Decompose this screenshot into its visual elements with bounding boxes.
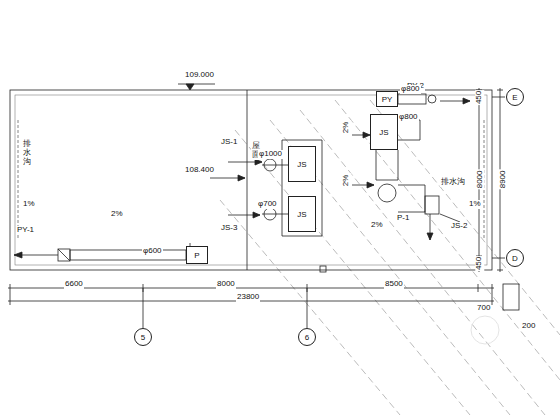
dimension: 450 (475, 256, 484, 271)
annotation: JS-3 (220, 224, 238, 233)
dimension: 700 (476, 304, 491, 313)
annotation: 2% (342, 174, 351, 188)
equipment-box: JS (288, 196, 316, 232)
vertical-note: 排水沟 (22, 140, 32, 166)
equipment-tag: P (194, 251, 199, 260)
annotation: 1% (468, 200, 482, 209)
equipment-box: P (186, 246, 208, 264)
dashed-diagonals (220, 100, 560, 415)
axis-bubble: D (506, 249, 524, 267)
dimension: 6600 (64, 280, 84, 289)
dimension: 8900 (499, 170, 508, 190)
annotation: φ700 (257, 200, 278, 209)
roof-outline (10, 90, 492, 270)
annotation: φ1000 (258, 150, 283, 159)
annotation: 2% (370, 221, 384, 230)
axis-number: 6 (305, 333, 309, 342)
annotation: 108.400 (184, 166, 215, 175)
parapet-line (15, 95, 487, 265)
axis-number: D (512, 254, 518, 263)
axis-bubble: 5 (134, 328, 152, 346)
annotation: φ600 (142, 247, 163, 256)
axis-bubble: E (506, 88, 524, 106)
dimension: 200 (521, 322, 536, 331)
dimension: 23800 (236, 293, 260, 302)
dimension: 8500 (384, 280, 404, 289)
equipment-tag: JS (379, 128, 388, 137)
annotation: φ800 (398, 113, 419, 122)
equipment-box: JS (370, 114, 398, 150)
watermark-circle (471, 316, 499, 344)
unit-frame (282, 140, 322, 236)
column-mark (320, 266, 326, 272)
equipment-box: PY (376, 91, 398, 107)
annotation: 1% (22, 200, 36, 209)
intake-fan (264, 208, 276, 220)
equipment-box: JS (288, 146, 316, 182)
annotation: PY-1 (16, 226, 35, 235)
column-box (503, 284, 519, 310)
annotation: P-1 (396, 214, 410, 223)
axis-number: 5 (141, 333, 145, 342)
annotation: 109.000 (184, 71, 215, 80)
exhaust-duct (70, 250, 186, 260)
annotation: 排水沟 (440, 178, 466, 187)
dimension: 450 (475, 90, 484, 105)
annotation: JS-1 (220, 138, 238, 147)
axis-bubble: 6 (298, 328, 316, 346)
equipment-tag: PY (382, 95, 393, 104)
dimension: 8000 (476, 170, 485, 190)
axis-number: E (512, 93, 517, 102)
annotation: JS-2 (450, 222, 468, 231)
annotation: φ800 (400, 85, 421, 94)
divider-wall (247, 90, 248, 270)
supply-duct (376, 150, 398, 180)
annotation: 2% (342, 121, 351, 135)
intake-fan (264, 159, 276, 171)
annotation: 2% (110, 210, 124, 219)
dimension: 8000 (216, 280, 236, 289)
equipment-tag: JS (297, 160, 306, 169)
fan-symbol (58, 249, 70, 261)
fan-symbol (378, 184, 396, 202)
equipment-tag: JS (297, 210, 306, 219)
